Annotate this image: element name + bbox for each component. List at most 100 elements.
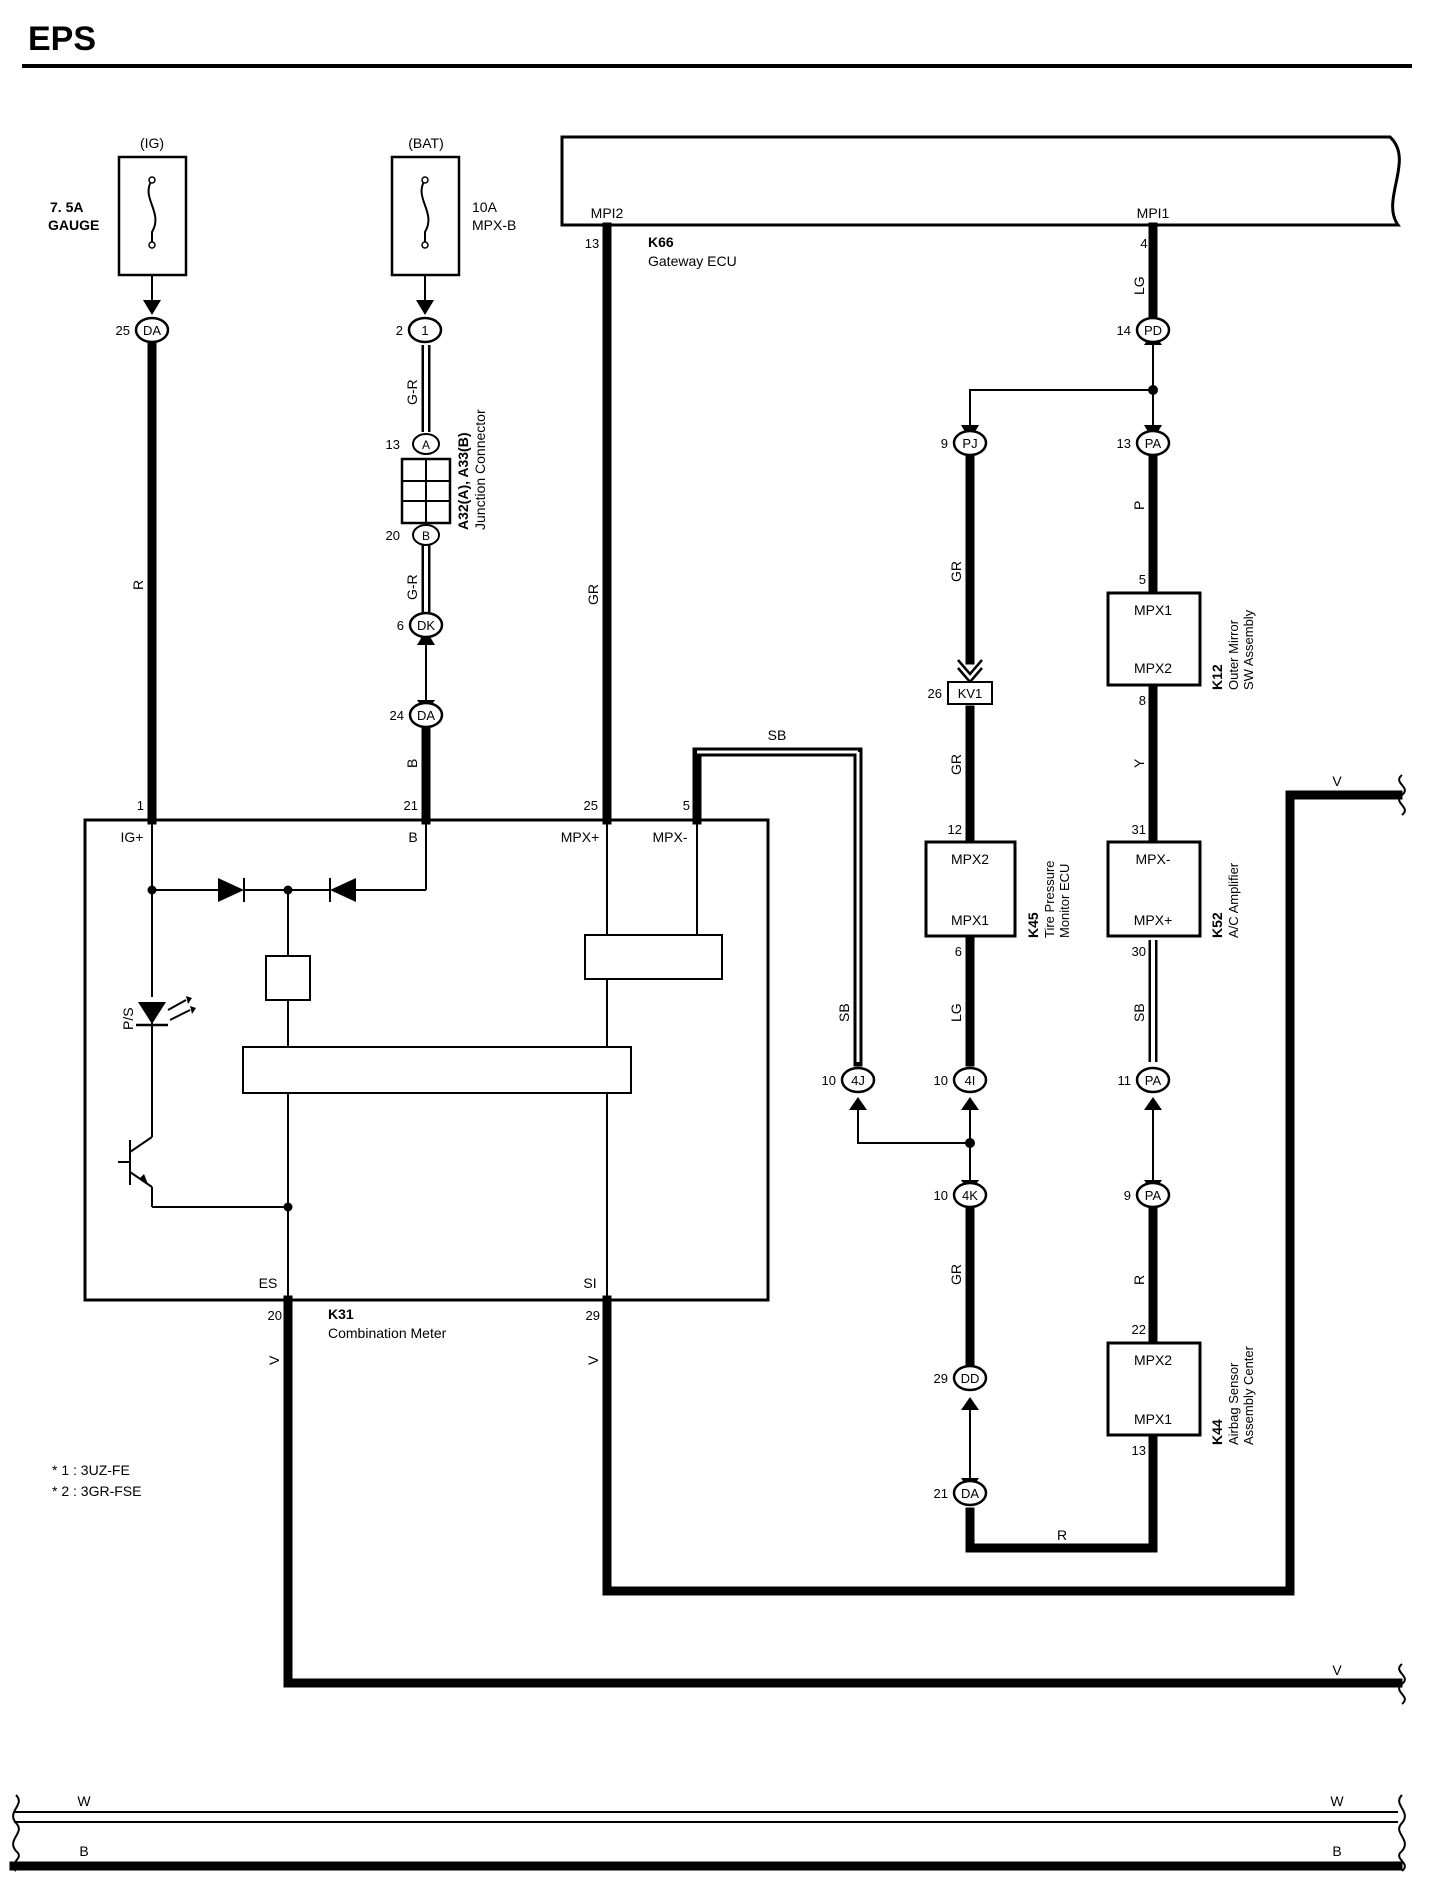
fuse-mpx-b: (BAT) 10A MPX-B xyxy=(390,135,516,277)
connector-pin: 6 xyxy=(397,618,404,633)
svg-text:B: B xyxy=(79,1843,88,1859)
connector-label: DA xyxy=(961,1486,979,1501)
svg-text:20: 20 xyxy=(386,528,400,543)
connector-label: PA xyxy=(1145,1073,1162,1088)
connector-da: DA 21 xyxy=(934,1479,988,1507)
svg-text:5: 5 xyxy=(683,798,690,813)
fuse-ig-name: GAUGE xyxy=(48,217,99,233)
connector-dk: DK 6 xyxy=(397,611,444,639)
connector-pin: 25 xyxy=(116,323,130,338)
svg-text:12: 12 xyxy=(948,822,962,837)
connector-pin: 2 xyxy=(396,323,403,338)
svg-text:LG: LG xyxy=(948,1003,964,1022)
svg-text:13: 13 xyxy=(386,437,400,452)
svg-text:* 1 : 3UZ-FE: * 1 : 3UZ-FE xyxy=(52,1462,130,1478)
svg-text:ES: ES xyxy=(259,1275,278,1291)
svg-text:MPX+: MPX+ xyxy=(561,829,600,845)
svg-text:Y: Y xyxy=(1131,758,1147,768)
connector-label: KV1 xyxy=(958,686,983,701)
svg-text:SB: SB xyxy=(836,1003,852,1022)
svg-text:MPX2: MPX2 xyxy=(1134,660,1172,676)
svg-text:B: B xyxy=(404,759,420,768)
svg-text:13: 13 xyxy=(585,236,599,251)
svg-text:MPX+: MPX+ xyxy=(1134,912,1173,928)
svg-text:MPI1: MPI1 xyxy=(1137,205,1170,221)
gateway-name: Gateway ECU xyxy=(648,253,737,269)
connector-pin: 26 xyxy=(928,686,942,701)
junction-connector: A B 13 20 A32(A), A33(B) Junction Connec… xyxy=(386,409,488,546)
connector-label: 4J xyxy=(851,1073,865,1088)
svg-text:MPX-: MPX- xyxy=(1136,851,1171,867)
svg-text:B: B xyxy=(1332,1843,1341,1859)
svg-text:MPX1: MPX1 xyxy=(1134,1411,1172,1427)
svg-text:R: R xyxy=(130,580,146,590)
splice-dot xyxy=(1148,385,1158,395)
svg-text:5: 5 xyxy=(1139,572,1146,587)
svg-text:V: V xyxy=(585,1355,601,1365)
svg-text:Junction Connector: Junction Connector xyxy=(472,409,488,530)
shielded-wires xyxy=(14,345,1398,1823)
connector-pin: 21 xyxy=(934,1486,948,1501)
connector-4k: 4K 10 xyxy=(934,1181,988,1209)
svg-text:V: V xyxy=(266,1355,282,1365)
svg-text:* 2 : 3GR-FSE: * 2 : 3GR-FSE xyxy=(52,1483,141,1499)
svg-text:V: V xyxy=(1332,773,1342,789)
connector-pin: 14 xyxy=(1117,323,1131,338)
svg-text:21: 21 xyxy=(404,798,418,813)
svg-text:GR: GR xyxy=(948,1264,964,1285)
svg-text:W: W xyxy=(1330,1793,1344,1809)
svg-text:31: 31 xyxy=(1132,822,1146,837)
svg-text:V: V xyxy=(1332,1662,1342,1678)
connector-pin: 29 xyxy=(934,1371,948,1386)
break-marks xyxy=(12,774,1406,1872)
connector-label: 1 xyxy=(421,323,428,338)
connector-1: 12 xyxy=(396,316,443,344)
svg-text:SB: SB xyxy=(768,727,787,743)
svg-text:29: 29 xyxy=(586,1308,600,1323)
fuse-bat-name: MPX-B xyxy=(472,217,516,233)
svg-text:(BAT): (BAT) xyxy=(408,135,444,151)
svg-text:6: 6 xyxy=(955,944,962,959)
svg-text:25: 25 xyxy=(584,798,598,813)
splice-dot xyxy=(965,1138,975,1148)
svg-text:K45: K45 xyxy=(1025,912,1041,938)
svg-text:B: B xyxy=(408,829,417,845)
svg-text:A/C Amplifier: A/C Amplifier xyxy=(1226,862,1241,938)
svg-text:GR: GR xyxy=(948,754,964,775)
connector-pj: PJ9 xyxy=(941,429,988,457)
svg-text:R: R xyxy=(1131,1275,1147,1285)
connector-pa: PA 11 xyxy=(1118,1066,1171,1094)
svg-text:(IG): (IG) xyxy=(140,135,164,151)
connector-label: DK xyxy=(417,618,435,633)
svg-text:SB: SB xyxy=(1131,1003,1147,1022)
wire-color-labels: R G-R G-R B GR LG GR GR P Y SB SB LG SB … xyxy=(77,276,1344,1859)
svg-text:13: 13 xyxy=(1132,1443,1146,1458)
ac-amplifier: MPX- MPX+ 31 30 K52 A/C Amplifier xyxy=(1106,822,1241,959)
svg-text:K52: K52 xyxy=(1209,912,1225,938)
gateway-code: K66 xyxy=(648,234,674,250)
svg-text:4: 4 xyxy=(1140,236,1147,251)
svg-text:MPX2: MPX2 xyxy=(951,851,989,867)
svg-text:MPX-: MPX- xyxy=(653,829,688,845)
connector-pin: 11 xyxy=(1118,1073,1132,1088)
meter-name: Combination Meter xyxy=(328,1325,447,1341)
svg-text:1: 1 xyxy=(137,798,144,813)
svg-text:W: W xyxy=(77,1793,91,1809)
svg-text:LG: LG xyxy=(1131,276,1147,295)
connector-pa: PA9 xyxy=(1124,1181,1171,1209)
connector-pin: 10 xyxy=(934,1188,948,1203)
fuse-bat-rating: 10A xyxy=(472,199,498,215)
svg-text:MPX2: MPX2 xyxy=(1134,1352,1172,1368)
svg-text:A32(A), A33(B): A32(A), A33(B) xyxy=(455,433,471,531)
combination-meter: IG+ B MPX+ MPX- ES SI 1 21 25 5 20 29 K3… xyxy=(83,798,770,1341)
connector-label: PJ xyxy=(962,436,977,451)
connector-label: 4K xyxy=(962,1188,978,1203)
connector-pin: 24 xyxy=(390,708,404,723)
